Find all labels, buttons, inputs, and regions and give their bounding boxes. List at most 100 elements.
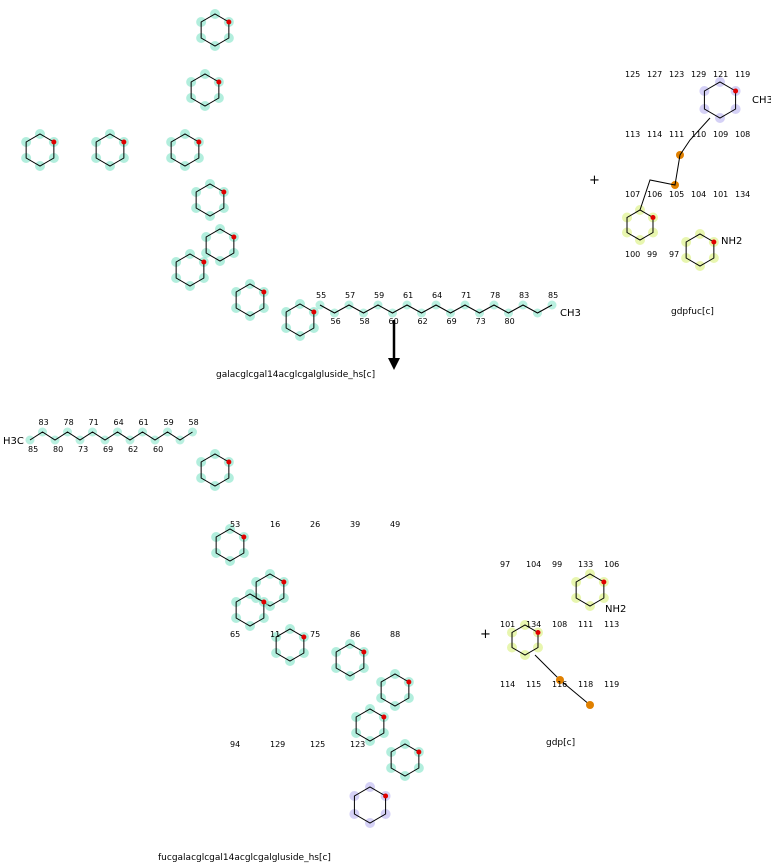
atom-label: 134 <box>735 190 751 199</box>
atom-label: 105 <box>669 190 685 199</box>
atom-label: 119 <box>604 680 620 689</box>
atom-label: 56 <box>330 317 341 326</box>
diphosphate-linker <box>639 117 711 211</box>
atom-label: 133 <box>578 560 594 569</box>
phosphorus-atom <box>586 701 594 709</box>
sugar-ring-oxygen <box>231 234 237 240</box>
atom-label: 86 <box>350 630 361 639</box>
atom-label: 106 <box>604 560 620 569</box>
sugar-ring-oxygen <box>261 599 267 605</box>
atom-label: 113 <box>604 620 620 629</box>
atom-label: 106 <box>647 190 663 199</box>
atom-label: 129 <box>691 70 707 79</box>
sugar-ring-oxygen <box>121 139 127 145</box>
atom-label: 64 <box>113 418 124 427</box>
atom-label: 57 <box>345 291 356 300</box>
sugar-ring-oxygen <box>201 259 207 265</box>
atom-label: 69 <box>446 317 457 326</box>
atom-label: 108 <box>552 620 568 629</box>
atom-label: 123 <box>669 70 685 79</box>
atom-label: 73 <box>475 317 486 326</box>
atom-label: 69 <box>103 445 114 454</box>
fatty-acid-chain <box>29 431 193 441</box>
gdp-amine: NH2 <box>605 604 627 615</box>
phosphorus-atom <box>556 676 564 684</box>
gdpfuc-amine: NH2 <box>721 236 743 247</box>
fucose-methyl: CH3 <box>752 95 771 106</box>
atom-label: 107 <box>625 190 641 199</box>
atom-label: 62 <box>128 445 139 454</box>
atom-label: 116 <box>552 680 568 689</box>
atom-label: 114 <box>500 680 516 689</box>
atom-label: 78 <box>490 291 501 300</box>
atom-label: 108 <box>735 130 751 139</box>
product-1-terminal-methyl: H3C <box>3 436 24 447</box>
atom-label: 114 <box>647 130 663 139</box>
atom-label: 99 <box>552 560 563 569</box>
atom-label: 73 <box>78 445 89 454</box>
sugar-ring-oxygen <box>361 649 367 655</box>
reactant-2-name: gdpfuc[c] <box>671 307 714 317</box>
ceramide-ring-oxygen <box>311 309 317 315</box>
atom-label: 71 <box>88 418 99 427</box>
atom-label: 55 <box>316 291 327 300</box>
ribose-ring-oxygen <box>535 630 541 635</box>
sugar-ring-oxygen <box>226 459 232 465</box>
fucose-ring <box>353 786 387 824</box>
atom-label: 111 <box>669 130 685 139</box>
product-2-name: gdp[c] <box>546 738 576 748</box>
sugar-ring-oxygen <box>221 189 227 195</box>
atom-label: 97 <box>669 250 680 259</box>
atom-label: 104 <box>526 560 542 569</box>
sugar-ring-oxygen <box>226 19 232 25</box>
atom-label: 11 <box>270 630 281 639</box>
reactant-1-terminal-methyl: CH3 <box>560 308 581 319</box>
plus-sign-reactants: + <box>589 173 600 188</box>
atom-label: 99 <box>647 250 658 259</box>
atom-label: 26 <box>310 520 321 529</box>
sugar-ring-oxygen <box>261 289 267 295</box>
atom-label: 80 <box>53 445 64 454</box>
sugar-ring-oxygen <box>216 79 222 85</box>
atom-label: 104 <box>691 190 707 199</box>
atom-label: 88 <box>390 630 401 639</box>
product-1-name: fucgalacglcgal14acglcgalgluside_hs[c] <box>158 853 331 863</box>
atom-label: 101 <box>500 620 516 629</box>
atom-label: 39 <box>350 520 361 529</box>
atom-label: 101 <box>713 190 729 199</box>
atom-label: 127 <box>647 70 663 79</box>
atom-label: 97 <box>500 560 511 569</box>
atom-label: 100 <box>625 250 641 259</box>
guanine-ring-oxygen <box>711 239 717 245</box>
fucose-ring <box>703 81 737 119</box>
atom-label: 85 <box>28 445 39 454</box>
atom-label: 118 <box>578 680 594 689</box>
atom-label: 119 <box>735 70 751 79</box>
sugar-ring-oxygen <box>51 139 57 145</box>
atom-label: 80 <box>504 317 515 326</box>
atom-label: 60 <box>153 445 164 454</box>
atom-label: 59 <box>163 418 174 427</box>
atom-label: 16 <box>270 520 281 529</box>
atom-label: 59 <box>374 291 385 300</box>
atom-label: 134 <box>526 620 542 629</box>
sugar-ring-oxygen <box>416 749 422 755</box>
ribose-ring-oxygen <box>650 215 656 220</box>
atom-label: 129 <box>270 740 286 749</box>
atom-label: 83 <box>38 418 49 427</box>
guanine-ring-oxygen <box>601 579 607 585</box>
atom-label: 121 <box>713 70 729 79</box>
fatty-acid-chain <box>319 304 553 314</box>
atom-label: 111 <box>578 620 594 629</box>
sugar-ring-oxygen <box>381 714 387 720</box>
atom-label: 71 <box>461 291 472 300</box>
atom-label: 49 <box>390 520 401 529</box>
reaction-arrow-head <box>388 358 400 370</box>
atom-label: 53 <box>230 520 241 529</box>
atom-label: 83 <box>519 291 530 300</box>
atom-label: 113 <box>625 130 641 139</box>
atom-label: 60 <box>388 317 399 326</box>
sugar-ring-oxygen <box>301 634 307 640</box>
